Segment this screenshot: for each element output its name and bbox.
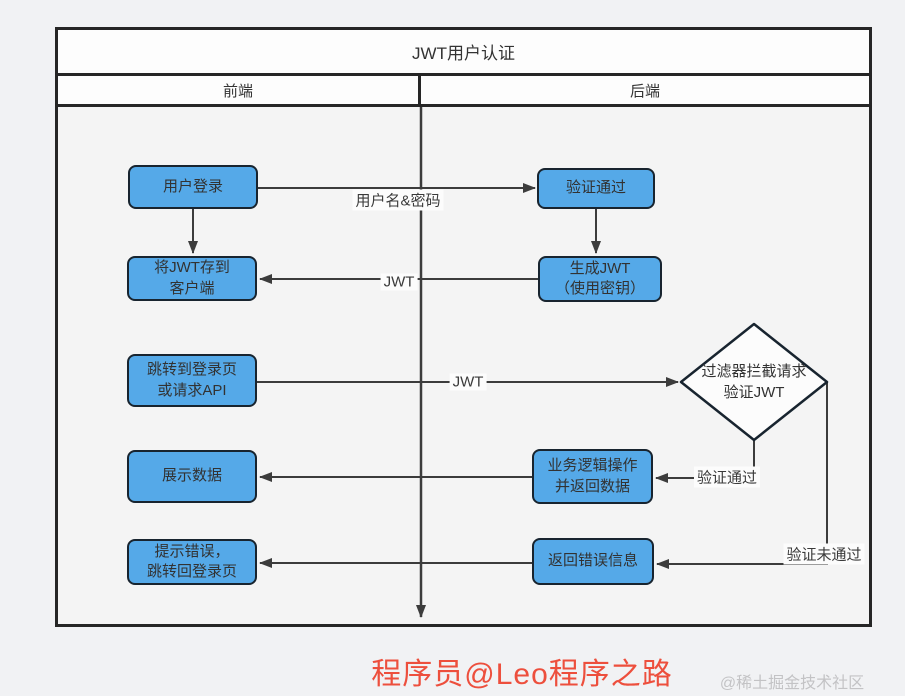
decision-diamond-shape [679, 322, 829, 442]
node-store-jwt: 将JWT存到 客户端 [127, 256, 257, 301]
lane-label-backend: 后端 [629, 82, 660, 100]
node-generate-jwt: 生成JWT （使用密钥） [538, 256, 662, 302]
site-watermark: @稀土掘金技术社区 [719, 675, 865, 692]
diagram-body: 用户登录 将JWT存到 客户端 跳转到登录页 或请求API 展示数据 提示错误，… [58, 107, 869, 624]
lane-header-frontend: 前端 [58, 76, 421, 104]
lane-header-backend: 后端 [421, 76, 869, 104]
diagram-title: JWT用户认证 [412, 44, 515, 63]
lane-header-row: 前端 后端 [58, 76, 869, 107]
decision-filter-jwt-label: 过滤器拦截请求 验证JWT [701, 363, 807, 401]
edge-label-verify-ok: 验证通过 [693, 466, 761, 488]
diagram-title-row: JWT用户认证 [58, 30, 869, 76]
node-goto-login-or-api: 跳转到登录页 或请求API [127, 354, 257, 407]
edge-label-jwt-back: JWT [380, 273, 418, 291]
node-return-error: 返回错误信息 [532, 538, 654, 585]
node-show-error: 提示错误， 跳转回登录页 [127, 539, 257, 585]
node-user-login: 用户登录 [128, 165, 258, 209]
edge-label-username-password: 用户名&密码 [352, 189, 444, 211]
diagram-frame: JWT用户认证 前端 后端 [55, 27, 872, 627]
node-business-logic: 业务逻辑操作 并返回数据 [532, 449, 653, 504]
edge-label-verify-fail: 验证未通过 [783, 543, 865, 565]
lane-label-frontend: 前端 [222, 82, 253, 100]
edge-label-jwt-request: JWT [449, 373, 487, 391]
footer-signature: 程序员@Leo程序之路 [371, 658, 673, 691]
node-show-data: 展示数据 [127, 450, 257, 503]
node-verify-pass: 验证通过 [537, 168, 655, 209]
